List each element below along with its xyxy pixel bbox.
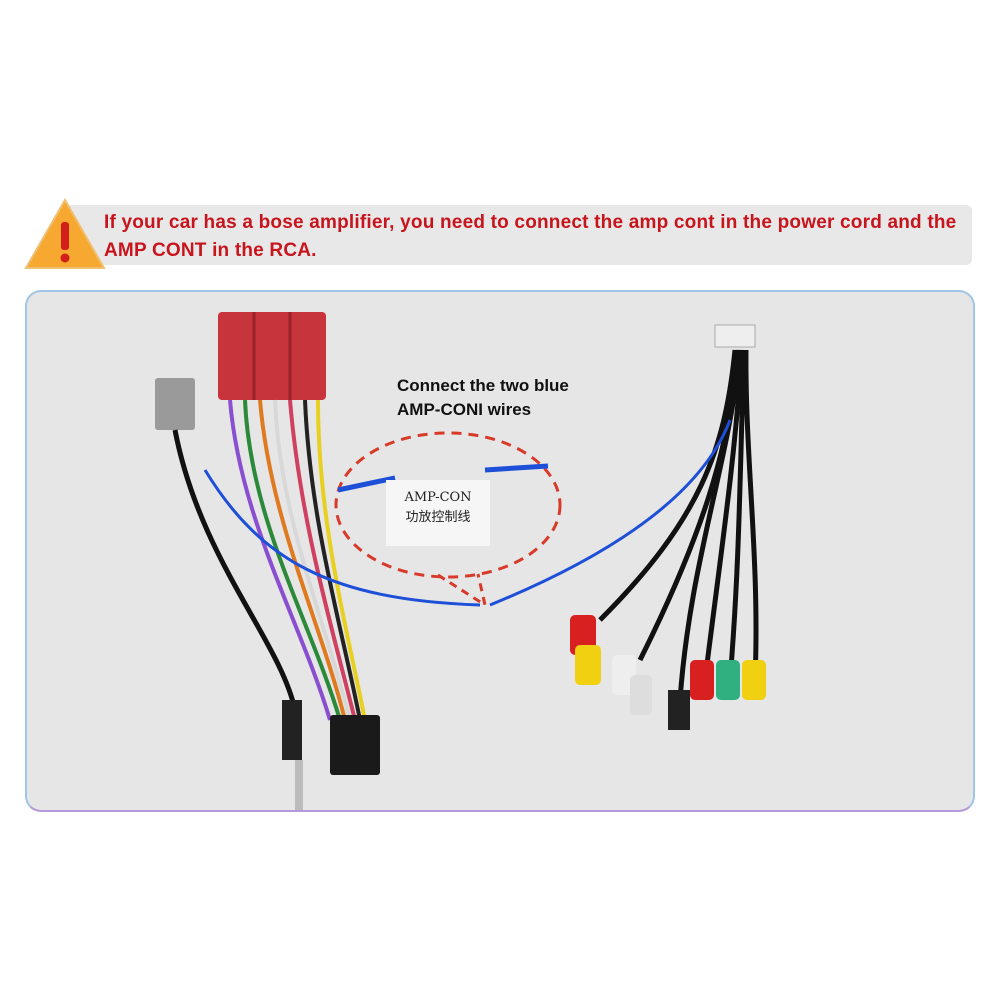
- warning-triangle-icon: [24, 198, 106, 269]
- power-harness: [155, 312, 481, 810]
- dashed-callout-bubble: [334, 431, 562, 609]
- callout-text: Connect the two blue AMP-CONI wires: [397, 374, 569, 422]
- amp-con-wire-label: AMP-CON 功放控制线: [386, 480, 490, 546]
- warning-banner: [60, 205, 972, 265]
- callout-line2: AMP-CONI wires: [397, 400, 532, 419]
- wire-label-line1: AMP-CON: [404, 490, 472, 505]
- rca-harness: [489, 324, 766, 730]
- callout-line1: Connect the two blue: [397, 376, 569, 395]
- warning-text: If your car has a bose amplifier, you ne…: [104, 212, 957, 261]
- wire-label-line2: 功放控制线: [405, 510, 471, 525]
- product-photo-panel: [25, 290, 975, 812]
